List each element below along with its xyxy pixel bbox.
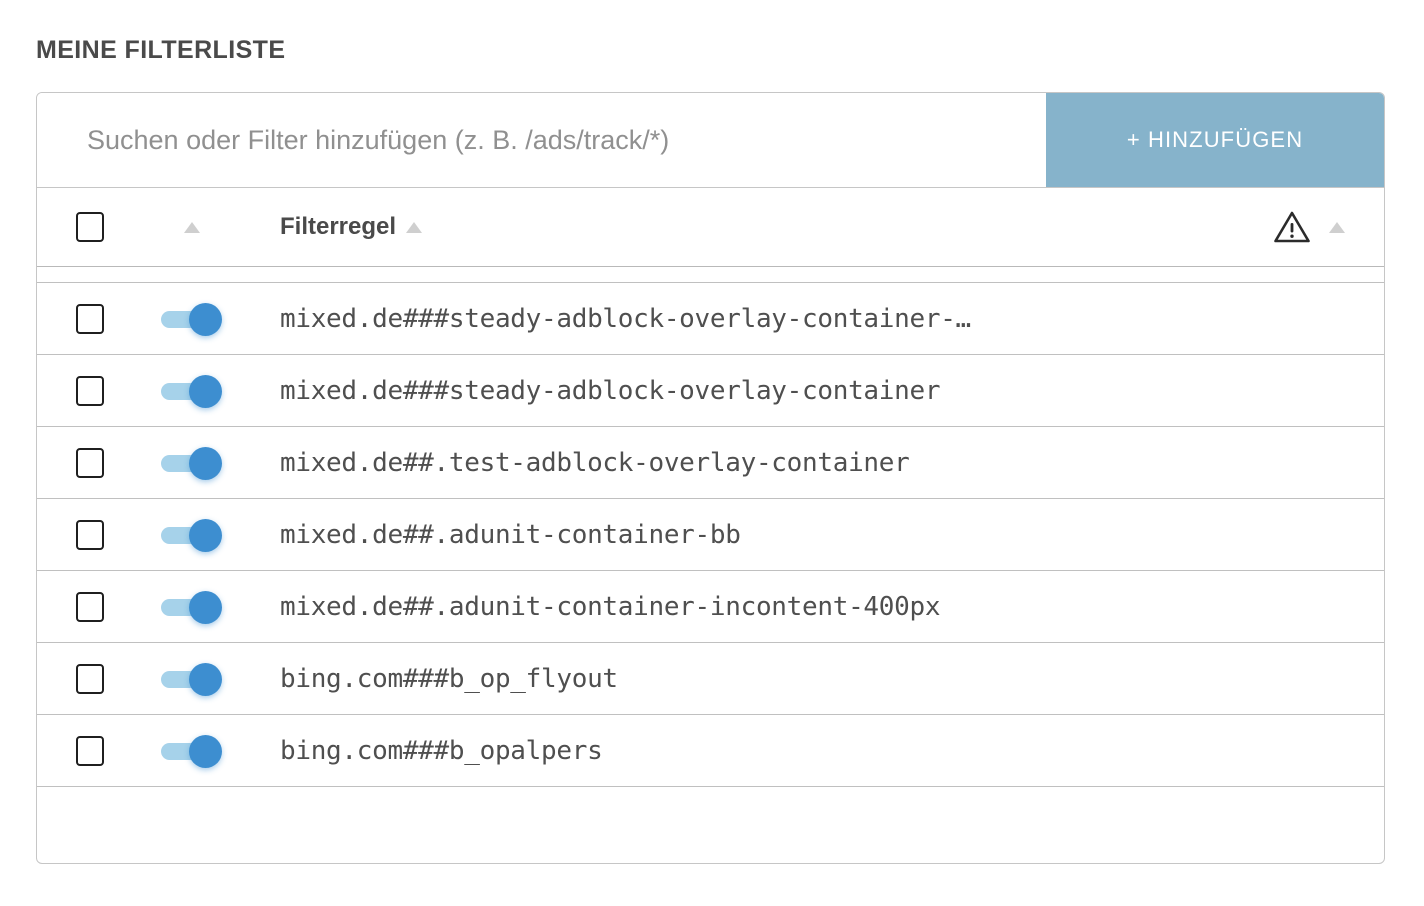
filter-rows-scroll-area[interactable]: mixed.de###steady-adblock-overlay-contai… (37, 267, 1384, 793)
toggle-switch[interactable] (161, 590, 223, 624)
row-toggle-cell (142, 662, 242, 696)
row-checkbox[interactable] (75, 447, 104, 478)
filter-rows-list: mixed.de###steady-adblock-overlay-contai… (37, 267, 1384, 793)
toggle-knob (189, 662, 222, 696)
toggle-knob (189, 518, 222, 552)
filter-list-card: + HINZUFÜGEN Filterregel (36, 92, 1385, 864)
row-checkbox[interactable] (75, 591, 104, 622)
row-toggle-cell (142, 518, 242, 552)
table-footer-blank-row (37, 787, 1384, 793)
row-checkbox[interactable] (75, 735, 104, 766)
sort-ascending-icon-warning[interactable] (1329, 221, 1345, 233)
filter-rule-text: mixed.de###steady-adblock-overlay-contai… (280, 375, 941, 406)
row-select-cell (37, 735, 142, 766)
row-rule-cell: mixed.de###steady-adblock-overlay-contai… (242, 304, 1234, 334)
row-toggle-cell (142, 302, 242, 336)
row-rule-cell: mixed.de##.adunit-container-incontent-40… (242, 592, 1234, 622)
row-checkbox[interactable] (75, 375, 104, 406)
filter-rule-text: bing.com###b_opalpers (280, 735, 603, 766)
toggle-switch[interactable] (161, 302, 223, 336)
row-rule-cell: bing.com###b_opalpers (242, 736, 1234, 766)
row-rule-cell: bing.com###b_op_flyout (242, 664, 1234, 694)
filter-rule-text: mixed.de##.adunit-container-bb (280, 519, 741, 550)
table-row[interactable]: mixed.de###steady-adblock-overlay-contai… (37, 355, 1384, 427)
enabled-column-header (142, 221, 242, 233)
row-rule-cell: mixed.de###steady-adblock-overlay-contai… (242, 376, 1234, 406)
toggle-knob (189, 374, 222, 408)
toggle-knob (189, 734, 222, 768)
select-all-cell (37, 212, 142, 242)
table-row[interactable]: bing.com###b_opalpers (37, 715, 1384, 787)
select-all-checkbox[interactable] (75, 212, 104, 242)
table-row[interactable]: mixed.de###steady-adblock-overlay-contai… (37, 283, 1384, 355)
table-row[interactable]: mixed.de##.test-adblock-overlay-containe… (37, 427, 1384, 499)
row-toggle-cell (142, 374, 242, 408)
row-checkbox[interactable] (75, 303, 104, 334)
row-toggle-cell (142, 446, 242, 480)
row-rule-cell: mixed.de##.adunit-container-bb (242, 520, 1234, 550)
toggle-switch[interactable] (161, 662, 223, 696)
row-toggle-cell (142, 590, 242, 624)
toggle-switch[interactable] (161, 374, 223, 408)
table-row-partial[interactable] (37, 267, 1384, 283)
table-row[interactable]: mixed.de##.adunit-container-incontent-40… (37, 571, 1384, 643)
row-select-cell (37, 303, 142, 334)
search-input[interactable] (37, 93, 1046, 187)
rule-column-header: Filterregel (242, 213, 1234, 241)
row-checkbox[interactable] (75, 663, 104, 694)
table-row[interactable]: bing.com###b_op_flyout (37, 643, 1384, 715)
filter-rule-text: mixed.de##.test-adblock-overlay-containe… (280, 447, 910, 478)
row-select-cell (37, 591, 142, 622)
rule-column-label: Filterregel (280, 213, 397, 240)
row-select-cell (37, 375, 142, 406)
row-toggle-cell (142, 734, 242, 768)
sort-ascending-icon-rule[interactable] (406, 221, 423, 233)
filter-rule-text: mixed.de###steady-adblock-overlay-contai… (280, 303, 971, 334)
toggle-knob (189, 302, 222, 336)
search-row: + HINZUFÜGEN (37, 93, 1384, 188)
page-title: MEINE FILTERLISTE (36, 36, 286, 64)
sort-ascending-icon-enabled[interactable] (184, 221, 200, 233)
warning-column-header (1234, 210, 1384, 244)
row-select-cell (37, 663, 142, 694)
table-row[interactable]: mixed.de##.adunit-container-bb (37, 499, 1384, 571)
row-checkbox[interactable] (75, 519, 104, 550)
toggle-switch[interactable] (161, 734, 223, 768)
toggle-knob (189, 446, 222, 480)
toggle-switch[interactable] (161, 446, 223, 480)
row-rule-cell: mixed.de##.test-adblock-overlay-containe… (242, 448, 1234, 478)
row-select-cell (37, 519, 142, 550)
toggle-knob (189, 590, 222, 624)
filter-rule-text: bing.com###b_op_flyout (280, 663, 618, 694)
table-header-row: Filterregel (37, 188, 1384, 267)
filter-rule-text: mixed.de##.adunit-container-incontent-40… (280, 591, 941, 622)
add-filter-button[interactable]: + HINZUFÜGEN (1046, 93, 1384, 187)
toggle-switch[interactable] (161, 518, 223, 552)
row-select-cell (37, 447, 142, 478)
warning-triangle-icon (1274, 211, 1310, 243)
